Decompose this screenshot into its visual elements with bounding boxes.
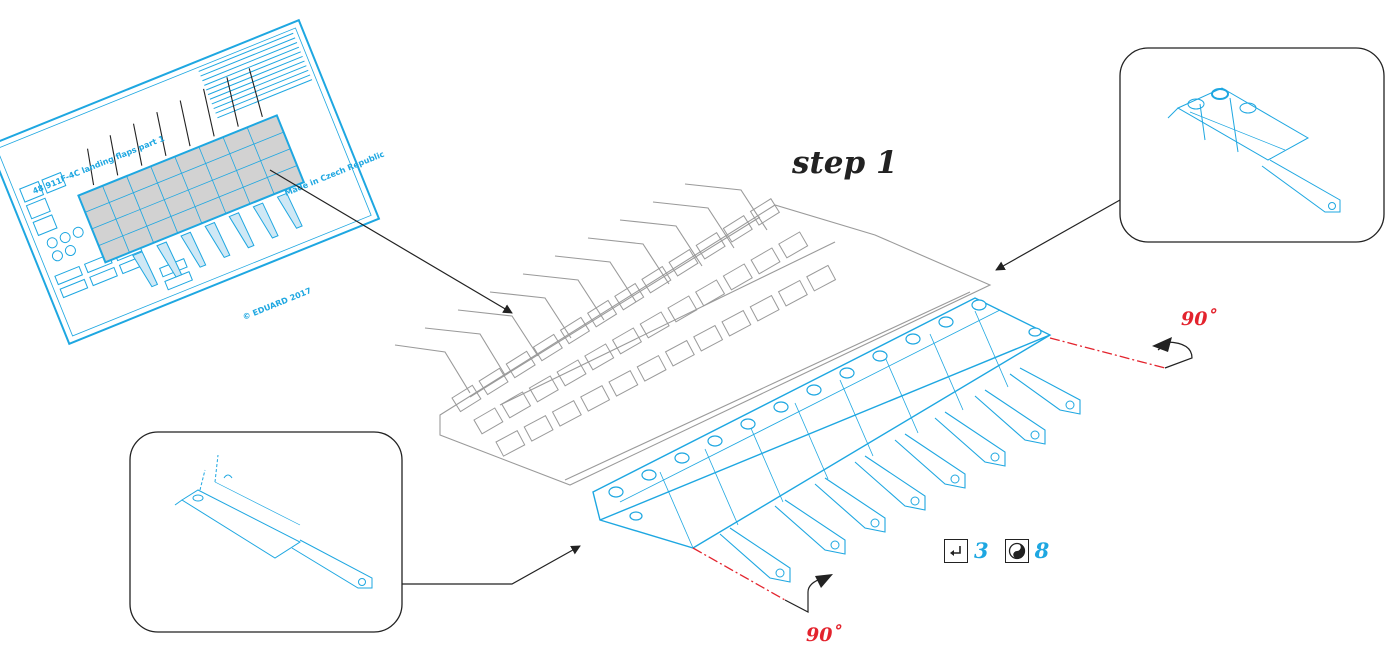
fold-angle-right: 90˚ [1181,308,1217,330]
callout-detail-left [129,431,403,633]
callout-right-pointer [995,199,1121,271]
flap-assembly [394,183,1081,583]
gray-grid-cells [451,198,837,457]
blue-flap-strip [592,297,1052,549]
gray-ribs [394,183,768,394]
callout-detail-right [1119,47,1385,243]
rotation-arrow-right [1152,337,1193,369]
yin-yang-icon [1004,538,1029,563]
blue-ribs [719,367,1081,583]
callout-left-pointer [402,545,581,585]
fret-copyright: © EDUARD 2017 [241,286,312,322]
legend-bend-count: 3 [974,538,989,563]
step-title: step 1 [792,145,898,181]
fold-angle-bottom: 90˚ [806,624,842,646]
fold-lines [692,337,1166,601]
parts-legend: 3 8 [944,538,1059,563]
legend-glue-count: 8 [1034,538,1050,563]
fret-pointer-arrow [269,169,513,314]
rotation-arrow-bottom [784,574,833,613]
bend-arrow-icon [944,538,968,563]
photo-etch-fret: 48 911 F-4C landing flaps part 1 Made in… [0,18,386,346]
blue-circles [608,299,1042,521]
